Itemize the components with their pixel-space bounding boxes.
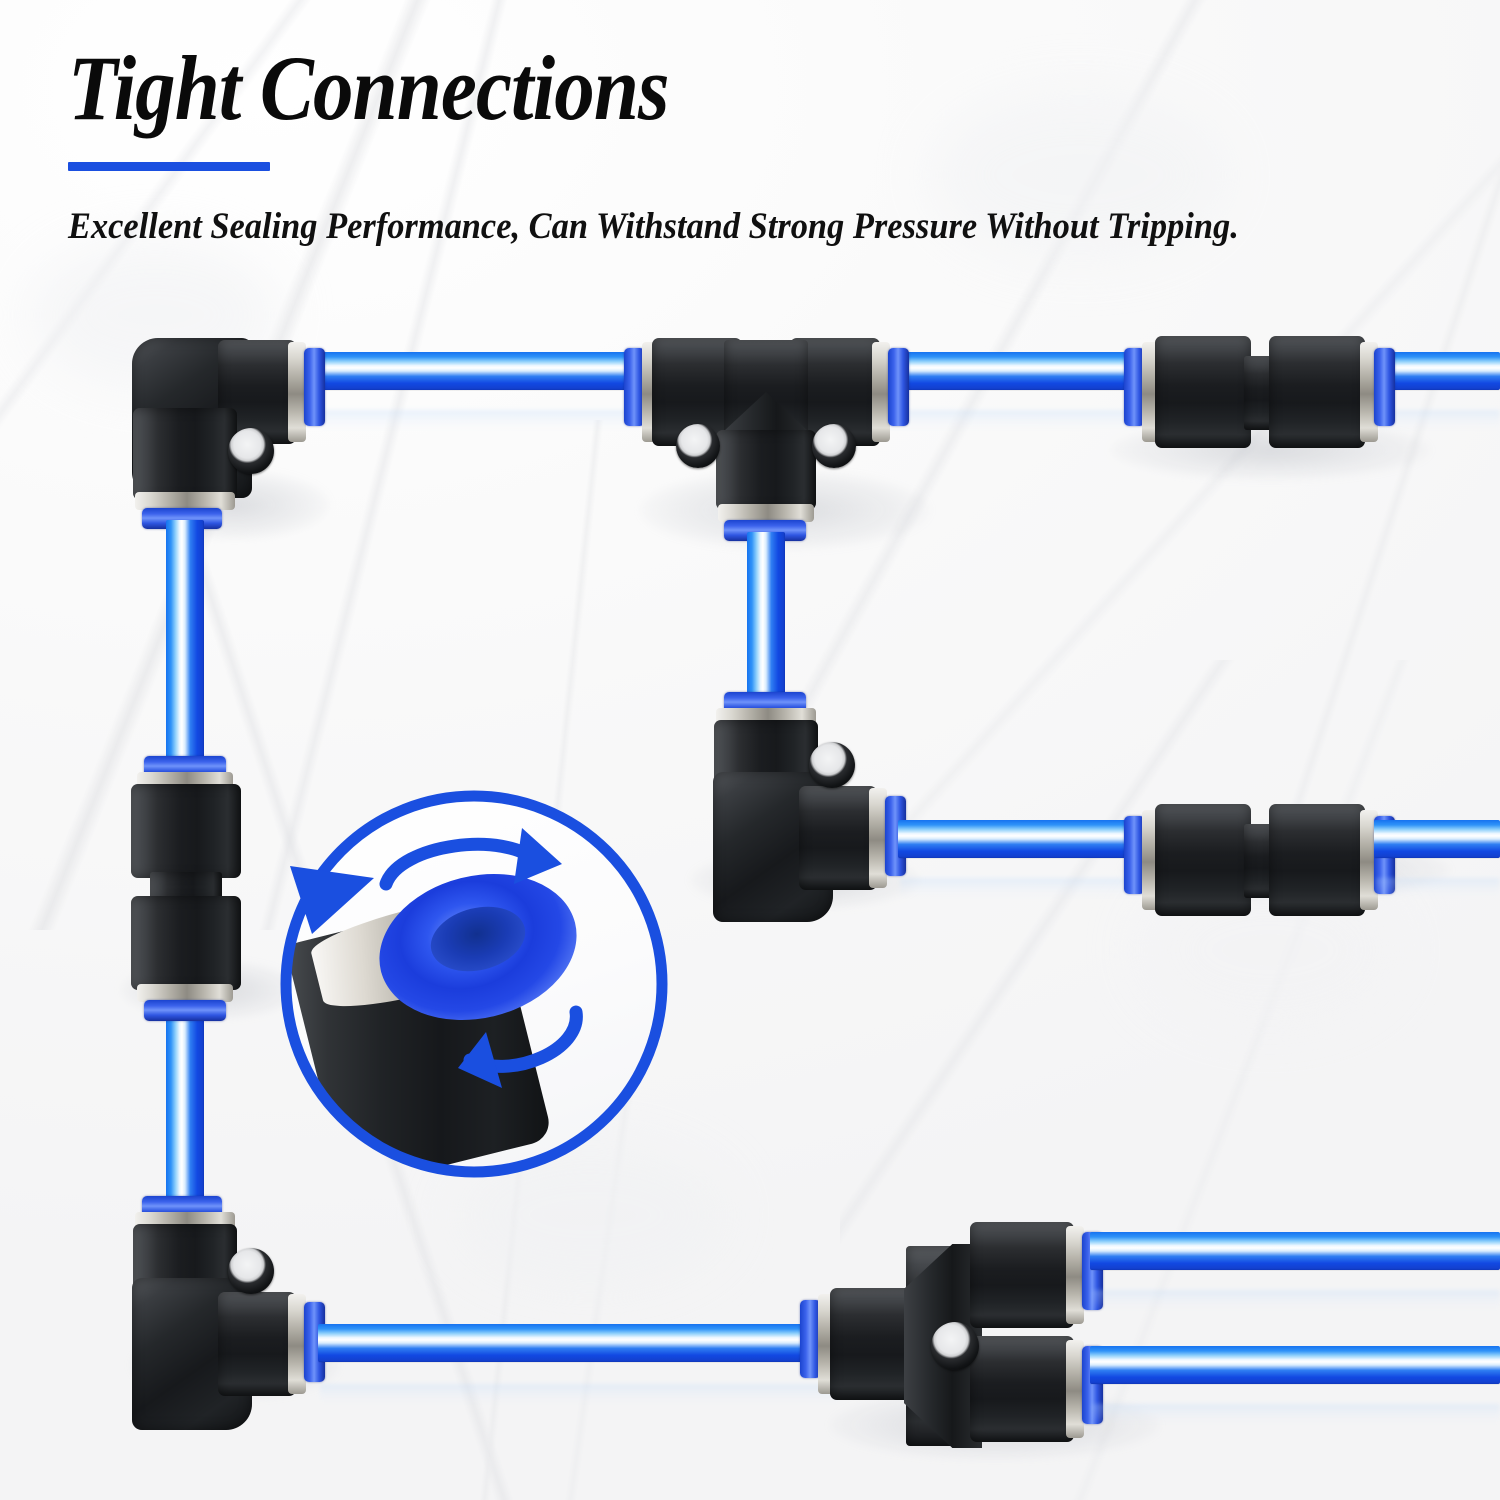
tube-collar-flange <box>144 756 226 777</box>
mounting-ring-icon <box>228 1248 274 1294</box>
union-barrel-top <box>131 784 241 878</box>
silver-collar <box>1066 1226 1084 1324</box>
elbow-arm-horizontal <box>799 786 877 890</box>
tube-collar-flange <box>1124 348 1145 426</box>
tube-segment-center-vertical <box>747 532 785 712</box>
union-barrel-left <box>1155 336 1251 448</box>
silver-collar <box>1360 810 1378 910</box>
elbow-arm-horizontal <box>218 1292 296 1396</box>
silver-collar <box>137 984 233 1002</box>
tee-port-outlet-lower <box>970 1336 1074 1442</box>
tube-segment-left-upper <box>166 520 204 770</box>
tube-reflection <box>320 410 640 430</box>
tube-collar-flange <box>304 1302 325 1382</box>
silver-collar <box>135 492 235 510</box>
tube-reflection <box>900 878 1140 898</box>
mounting-ring-icon <box>228 428 274 474</box>
union-barrel-right <box>1269 336 1365 448</box>
page-subtitle: Excellent Sealing Performance, Can Withs… <box>68 205 1239 247</box>
tube-segment-middle-left <box>898 820 1140 858</box>
union-barrel-left <box>1155 804 1251 916</box>
tube-collar-flange <box>724 520 806 541</box>
union-barrel-bottom <box>131 896 241 990</box>
tube-segment-middle-right <box>1374 820 1500 858</box>
tube-collar-flange <box>142 1196 222 1217</box>
silver-collar <box>872 342 890 442</box>
elbow-arm-vertical <box>133 408 237 500</box>
tee-port-outlet-upper <box>970 1222 1074 1328</box>
tee-port-bottom <box>716 430 816 510</box>
header: Tight Connections Excellent Sealing Perf… <box>68 37 1448 248</box>
callout-photo <box>290 800 658 1168</box>
tube-segment-top-right <box>1374 352 1500 390</box>
tube-collar-flange <box>724 692 806 713</box>
tube-collar-flange <box>888 348 909 426</box>
tube-collar-flange <box>1124 816 1145 894</box>
tube-reflection <box>320 1384 840 1404</box>
callout-ring <box>280 790 668 1178</box>
tube-reflection <box>1092 1404 1500 1424</box>
tube-segment-bottom-right-upper <box>1090 1232 1500 1270</box>
mounting-ring-icon <box>809 742 855 788</box>
tube-collar-flange <box>1374 348 1395 426</box>
marble-blotch <box>930 90 1230 260</box>
union-barrel-right <box>1269 804 1365 916</box>
silver-collar <box>718 504 814 522</box>
mounting-ring-icon <box>812 424 856 468</box>
page-title: Tight Connections <box>68 37 670 139</box>
tube-collar-flange <box>144 1000 226 1021</box>
tube-segment-top-center <box>878 352 1140 390</box>
tube-segment-bottom-left <box>318 1324 842 1362</box>
tube-collar-flange <box>800 1300 821 1378</box>
silver-collar <box>288 1294 306 1394</box>
callout-rotation-detail <box>262 782 672 1202</box>
silver-collar <box>288 342 306 442</box>
tube-reflection <box>1376 410 1500 430</box>
mounting-ring-icon <box>931 1322 979 1370</box>
tube-reflection <box>1092 1290 1500 1310</box>
tube-reflection <box>1376 878 1500 898</box>
silver-collar <box>869 788 887 888</box>
mounting-ring-icon <box>676 424 720 468</box>
tube-segment-bottom-right-lower <box>1090 1346 1500 1384</box>
tube-collar-flange <box>624 348 645 426</box>
accent-rule <box>68 161 270 171</box>
silver-collar <box>1066 1340 1084 1438</box>
rotation-arrows-icon <box>379 828 583 1088</box>
silver-collar <box>1360 342 1378 442</box>
tube-reflection <box>880 410 1140 430</box>
tube-segment-top-left <box>318 352 648 390</box>
tube-collar-flange <box>304 348 325 426</box>
